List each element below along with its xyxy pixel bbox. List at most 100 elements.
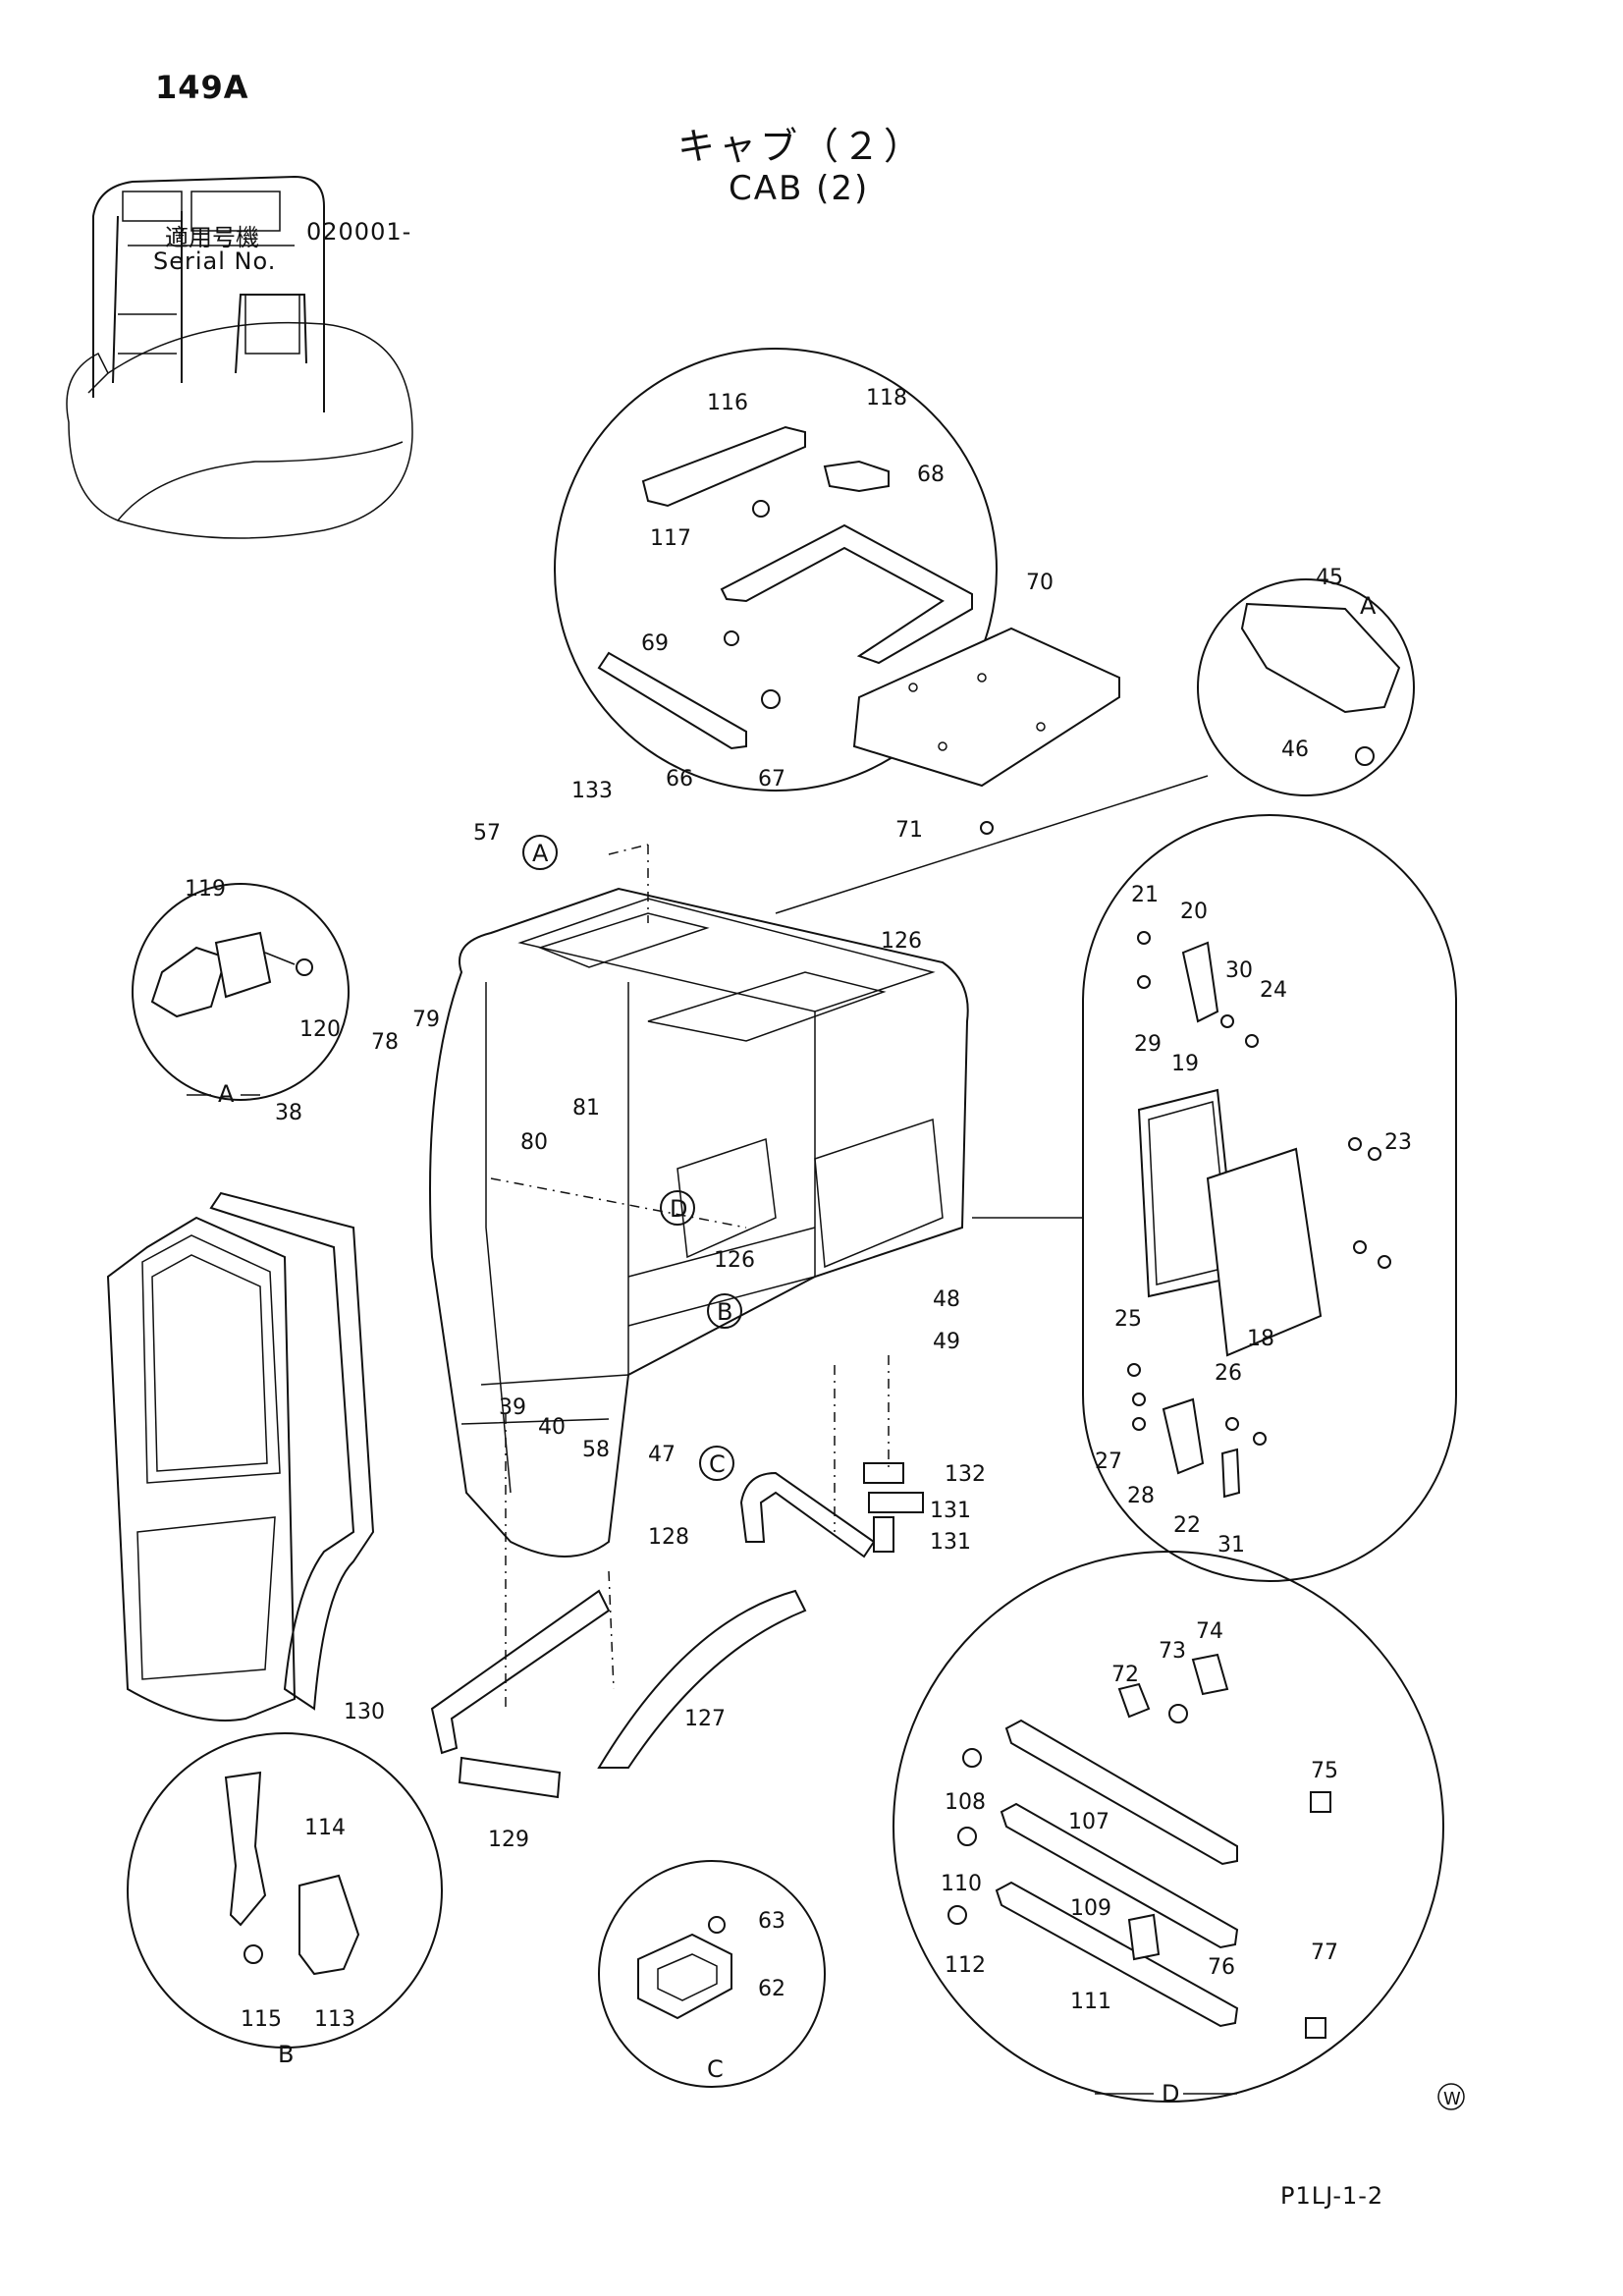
callout-58: 58	[582, 1438, 610, 1462]
detail-circle-d-links	[893, 1551, 1444, 2103]
callout-118: 118	[866, 386, 907, 410]
callout-71: 71	[895, 818, 923, 843]
detail-label-b: B	[278, 2041, 294, 2068]
detail-circle-window-plate	[972, 814, 1457, 1582]
callout-72: 72	[1111, 1663, 1139, 1687]
cab-door	[106, 1191, 375, 1722]
document-code: P1LJ-1-2	[1280, 2182, 1384, 2210]
callout-110: 110	[941, 1872, 982, 1896]
callout-108: 108	[945, 1790, 986, 1815]
callout-48: 48	[933, 1287, 960, 1312]
armrest-view-label-a: A	[1360, 592, 1377, 620]
callout-47: 47	[648, 1443, 676, 1467]
svg-text:B: B	[717, 1298, 732, 1326]
cab-body	[429, 887, 969, 1558]
callout-76: 76	[1208, 1955, 1235, 1980]
serial-label-english: Serial No.	[153, 247, 277, 275]
callout-39: 39	[499, 1395, 526, 1420]
view-marker-b: B	[707, 1293, 742, 1329]
callout-46: 46	[1281, 738, 1309, 762]
page-title-japanese: キャブ（２）	[677, 125, 926, 168]
detail-label-d: D	[1162, 2080, 1179, 2107]
svg-text:W: W	[1443, 2089, 1461, 2109]
page-number: 149A	[155, 69, 249, 106]
callout-128: 128	[648, 1525, 689, 1550]
callout-31: 31	[1217, 1533, 1245, 1558]
callout-116: 116	[707, 391, 748, 415]
detail-circle-a-motor	[132, 883, 350, 1101]
view-marker-d: D	[660, 1190, 695, 1226]
callout-115: 115	[241, 2007, 282, 2032]
callout-25: 25	[1114, 1307, 1142, 1332]
callout-22: 22	[1173, 1513, 1201, 1538]
callout-117: 117	[650, 526, 691, 551]
callout-23-a: 23	[1384, 1130, 1412, 1155]
callout-127: 127	[684, 1707, 726, 1731]
machine-overview-illustration	[66, 175, 413, 539]
callout-62: 62	[758, 1977, 785, 2001]
callout-27: 27	[1095, 1449, 1122, 1474]
svg-text:A: A	[532, 840, 549, 867]
part-callouts: 116 118 68 117 70 69 66 67 71 133 57 126…	[185, 386, 1412, 2032]
callout-133: 133	[571, 779, 613, 803]
callout-130: 130	[344, 1700, 385, 1724]
detail-circle-armrest	[775, 578, 1415, 914]
callout-79: 79	[412, 1008, 440, 1032]
callout-81: 81	[572, 1096, 600, 1121]
callout-63: 63	[758, 1909, 785, 1934]
callout-119: 119	[185, 877, 226, 902]
callout-66: 66	[666, 767, 693, 792]
callout-77: 77	[1311, 1941, 1338, 1965]
callout-45: 45	[1316, 566, 1343, 590]
callout-109: 109	[1070, 1896, 1111, 1921]
callout-131-a: 131	[930, 1499, 971, 1523]
callout-114: 114	[304, 1816, 346, 1840]
callout-67: 67	[758, 767, 785, 792]
svg-text:C: C	[709, 1450, 726, 1478]
callout-112: 112	[945, 1953, 986, 1978]
callout-129: 129	[488, 1828, 529, 1852]
callout-107: 107	[1068, 1810, 1109, 1834]
svg-text:D: D	[670, 1195, 687, 1223]
detail-circle-seat-frame	[554, 348, 1120, 835]
watermark-w-mark: W	[1437, 2083, 1465, 2110]
callout-120: 120	[299, 1017, 341, 1042]
callout-113: 113	[314, 2007, 355, 2032]
callout-49: 49	[933, 1330, 960, 1354]
callout-26: 26	[1215, 1361, 1242, 1386]
callout-73: 73	[1159, 1639, 1186, 1664]
callout-70: 70	[1026, 571, 1054, 595]
detail-circle-b-lever	[127, 1732, 443, 2049]
callout-40: 40	[538, 1415, 566, 1440]
callout-29: 29	[1134, 1032, 1162, 1057]
detail-label-c: C	[707, 2055, 724, 2083]
leader-lines	[490, 844, 890, 1709]
callout-132: 132	[945, 1462, 986, 1487]
callout-20: 20	[1180, 900, 1208, 924]
callout-126-mid: 126	[714, 1248, 755, 1273]
callout-30: 30	[1225, 958, 1253, 983]
callout-19: 19	[1171, 1052, 1199, 1076]
callout-75: 75	[1311, 1759, 1338, 1783]
callout-111: 111	[1070, 1990, 1111, 2014]
callout-21: 21	[1131, 883, 1159, 907]
weather-strips	[430, 1462, 924, 1799]
view-marker-a: A	[522, 835, 558, 870]
callout-126-top: 126	[881, 929, 922, 954]
callout-80: 80	[520, 1130, 548, 1155]
callout-18: 18	[1247, 1327, 1274, 1351]
callout-28: 28	[1127, 1484, 1155, 1508]
detail-label-a: A	[218, 1080, 235, 1108]
callout-74: 74	[1196, 1619, 1223, 1644]
view-marker-c: C	[699, 1446, 734, 1481]
callout-78: 78	[371, 1030, 399, 1055]
detail-circle-c-catch	[598, 1860, 826, 2088]
callout-38: 38	[275, 1101, 302, 1125]
callout-57: 57	[473, 821, 501, 846]
callout-131-b: 131	[930, 1530, 971, 1555]
callout-69: 69	[641, 631, 669, 656]
page-title-english: CAB (2)	[729, 169, 870, 208]
callout-24-a: 24	[1260, 978, 1287, 1003]
callout-68: 68	[917, 463, 945, 487]
